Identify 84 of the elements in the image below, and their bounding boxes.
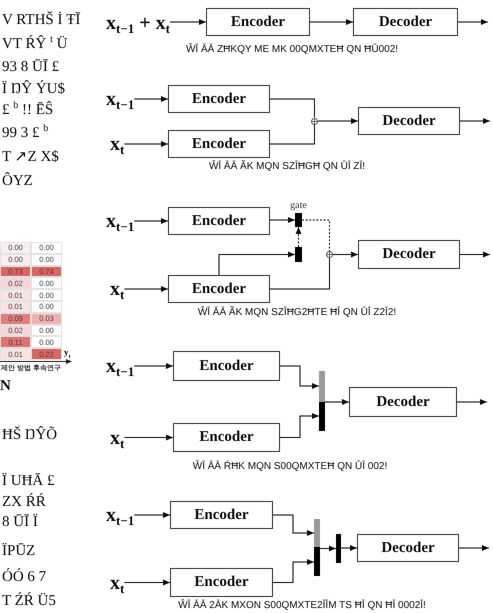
vector-bar [295,247,302,262]
body-text: ÔYZ [2,172,33,190]
sum-circle [326,251,333,258]
figure-caption: ŴĪ ĀĀ ŔĦK MQN S00QMXTEĦ QN ŪĪ 002! [192,461,388,473]
encoder-box: Encoder [173,423,280,452]
decoder-box: Decoder [349,387,457,417]
arrow [280,366,320,389]
arrow [170,19,206,25]
encoder-box: Encoder [170,501,273,529]
arrow [124,286,168,292]
input-label: x$_{t−1}$ + x$_{t}$ [106,12,170,34]
input-label: x$_{t−1}$ [106,88,134,110]
arrow [324,399,350,405]
sum-circle [311,118,318,124]
input-label: x$_{t−1}$ [106,210,134,232]
body-text: N [0,377,11,395]
encoder-box: Encoder [206,8,310,36]
arrow [340,545,358,551]
body-text: ÓÓ 6 7 [2,568,46,586]
decoder-box: Decoder [358,240,460,269]
arrow [218,252,296,276]
encoder-box: Encoder [170,568,273,597]
gate-label: gate [290,200,307,211]
body-text: V RTHŠ İ ŦĪ [2,11,80,29]
vector-bar [314,519,320,576]
body-text: T ↗Z X$ [2,148,59,166]
body-text: ĦŠ ŊŶÕ [2,426,58,444]
arrow [124,141,168,147]
arrow [134,218,168,224]
connector-line [270,98,315,118]
body-text: £ $^{b}$ !! ĒŜ [2,101,54,119]
body-text: T ŹŔ Ü5 [2,592,56,610]
arrow [332,252,358,258]
arrow [124,580,170,586]
body-text: Ï UĦĀ £ [2,472,54,490]
axis-label: y$_{t}$ [64,347,70,357]
input-label: x$_{t}$ [110,426,124,448]
arrow [310,19,354,25]
input-label: x$_{t}$ [110,572,124,594]
arrow [272,514,314,536]
connector-line [270,124,315,144]
connector-line [270,258,330,290]
decoder-box: Decoder [358,107,460,135]
figure-caption: ŴĪ ĀĀ ZĦKQY ME MK 00QMXTEĦ QN ĦŪ002! [186,44,398,56]
arrow [460,252,490,258]
vector-bar [336,534,341,563]
encoder-box: Encoder [173,351,280,381]
arrow [134,512,170,518]
arrow [458,545,490,551]
body-text: ZX ŔŔ [2,493,46,511]
input-label: x$_{t−1}$ [106,504,134,526]
body-text: ÏPŪZ [2,542,36,560]
body-text: 8 ŪĪ Ï [2,513,38,531]
arrow [456,399,488,405]
arrow [134,363,174,369]
arrow [318,118,358,124]
figure-caption: ŴĪ ĀĀ 2ĀK MXON S00QMXTE2ĪĪM TS ĦĪ QN ĦĪ 0002Ī! [178,600,426,612]
arrow [460,118,490,124]
arrow [134,96,168,102]
arrow [270,217,296,223]
figure-caption: ŴĪ ĀĀ ÃK MQN SZĪĦGĦ QN ŪĪ ZĪ! [208,161,366,173]
decoder-box: Decoder [357,534,459,562]
body-text: 93 8 ŪĪ £ [2,58,60,76]
encoder-box: Encoder [168,130,270,158]
body-text: 99 3 £ $^{b}$ [2,124,48,142]
arrow [272,559,314,583]
arrow [296,226,302,248]
encoder-box: Encoder [168,275,270,303]
decoder-box: Decoder [353,8,458,36]
arrow [280,413,320,438]
encoder-box: Encoder [168,207,270,235]
input-label: x$_{t−1}$ [106,355,134,377]
input-label: x$_{t}$ [110,133,124,155]
encoder-box: Encoder [168,85,270,113]
body-text: Ï ŊŶ ÝU$ [2,80,66,98]
arrow [124,434,174,440]
connector-line [302,220,330,252]
figure-caption: ŴĪ ĀĀ ÃK MQN SZĪĦG2ĦTE ĦĪ QN ŪĪ Z2Ī2! [198,307,396,319]
input-label: x$_{t}$ [110,278,124,300]
arrow [320,546,336,552]
gate-bar [295,213,302,227]
arrow [458,19,488,25]
body-text: VT ŔŶ $^{t}$ Ü [2,35,68,53]
vector-bar [319,371,325,431]
